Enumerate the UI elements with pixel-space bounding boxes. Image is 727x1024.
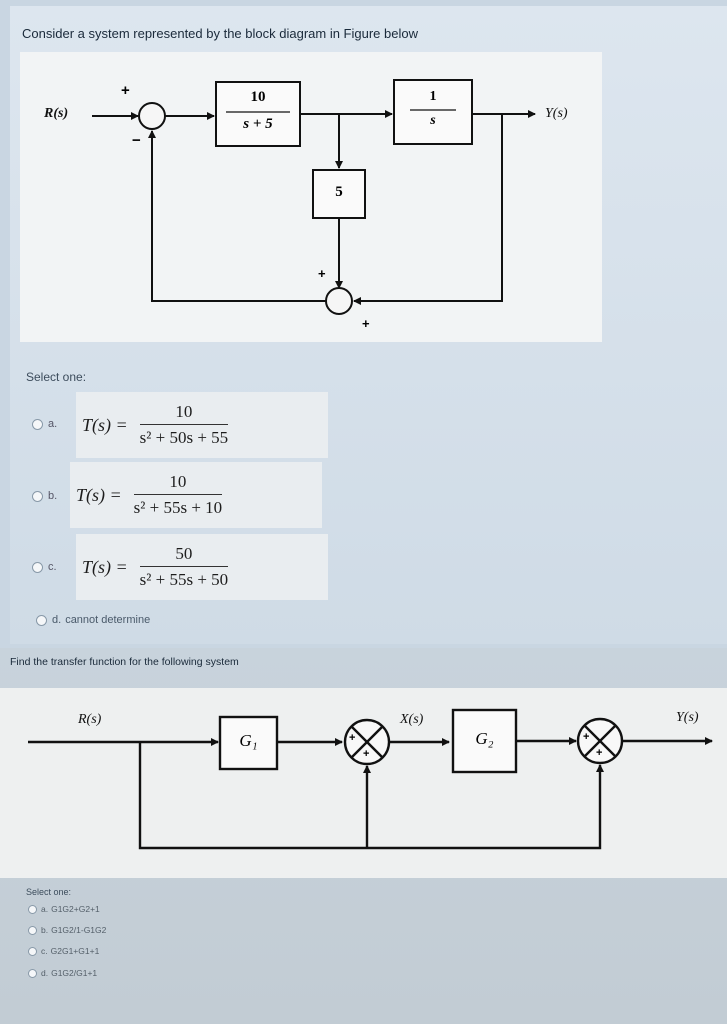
option-2d[interactable]: d. G1G2/G1+1: [28, 968, 97, 978]
block-10-over-s-plus-5: [215, 81, 301, 147]
block-1-numerator: 10: [250, 89, 266, 105]
block-3-gain: 5: [335, 184, 343, 200]
output-label-y: Y(s): [545, 106, 568, 121]
question-2-prompt: Find the transfer function for the follo…: [10, 656, 239, 668]
radio-option-1d[interactable]: [36, 614, 47, 626]
radio-option-1b[interactable]: [32, 490, 43, 502]
input-label-r: R(s): [44, 106, 69, 121]
block-g1: [218, 715, 279, 771]
input-label-r-2: R(s): [78, 712, 102, 727]
block-1-denominator: s + 5: [243, 116, 273, 132]
formula-option-c: T(s) = 50 s² + 55s + 50: [76, 534, 328, 600]
question-1-prompt: Consider a system represented by the blo…: [22, 26, 418, 41]
sum-2-plus-top: +: [318, 266, 326, 281]
formula-option-a: T(s) = 10 s² + 50s + 55: [76, 392, 328, 458]
sum-3-plus-left: +: [349, 732, 356, 744]
option-1d[interactable]: d. cannot determine: [36, 614, 150, 626]
radio-option-2d[interactable]: [28, 968, 37, 978]
sum-1-plus-sign: +: [121, 82, 130, 99]
option-2b[interactable]: b. G1G2/1-G1G2: [28, 925, 106, 935]
option-2a[interactable]: a. G1G2+G2+1: [28, 904, 100, 914]
sum-3-plus-bottom: +: [363, 748, 370, 760]
select-one-label-2: Select one:: [26, 887, 72, 897]
radio-option-2c[interactable]: [28, 946, 37, 956]
mid-label-x: X(s): [400, 712, 424, 727]
block-2-numerator: 1: [429, 89, 437, 104]
sum-1-minus-sign: −: [132, 132, 141, 149]
option-1c[interactable]: c.: [32, 561, 63, 573]
option-2c[interactable]: c. G2G1+G1+1: [28, 946, 99, 956]
radio-option-2a[interactable]: [28, 904, 37, 914]
block-g2-label: G₂: [475, 729, 494, 748]
sum-4-plus-bottom: +: [596, 747, 603, 759]
radio-option-1c[interactable]: [32, 561, 43, 573]
sum-2-plus-right: +: [362, 316, 370, 331]
diagram-1-background: [20, 52, 602, 342]
block-2-denominator: s: [430, 113, 436, 128]
output-label-y-2: Y(s): [676, 710, 699, 725]
block-1-over-s: [393, 79, 473, 145]
radio-option-1a[interactable]: [32, 418, 43, 430]
option-1a[interactable]: a.: [32, 418, 63, 430]
sum-4-plus-left: +: [583, 731, 590, 743]
block-g1-label: G₁: [239, 731, 258, 750]
radio-option-2b[interactable]: [28, 925, 37, 935]
select-one-label-1: Select one:: [26, 370, 87, 384]
block-5: [312, 169, 366, 219]
block-g2: [451, 708, 518, 774]
option-1b[interactable]: b.: [32, 490, 63, 502]
formula-option-b: T(s) = 10 s² + 55s + 10: [70, 462, 322, 528]
